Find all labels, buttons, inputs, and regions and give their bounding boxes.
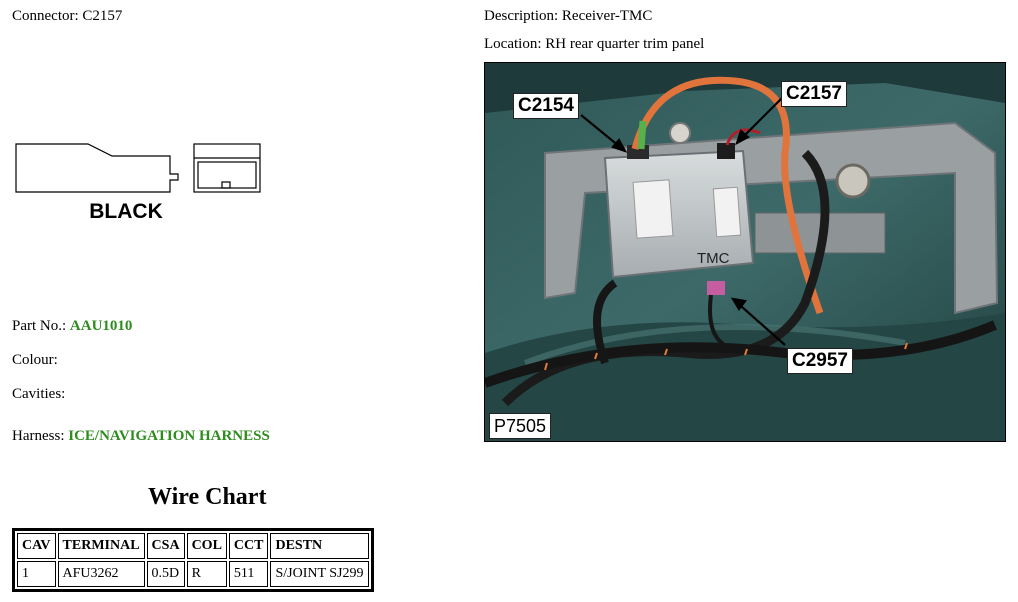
header-terminal: TERMINAL (57, 533, 145, 559)
location-photo: TMC C2154 C2157 C2957 P7505 (484, 62, 1006, 442)
harness-link[interactable]: ICE/NAVIGATION HARNESS (68, 428, 270, 444)
wire-chart-title: Wire Chart (148, 484, 267, 510)
cell-terminal: AFU3262 (57, 561, 145, 587)
part-no-field: Part No.: AAU1010 (12, 318, 132, 335)
connector-color-label: BLACK (89, 200, 163, 223)
header-cct: CCT (228, 533, 269, 559)
header-cav: CAV (17, 533, 56, 559)
photo-reference: P7505 (489, 413, 552, 439)
photo-illustration: TMC (485, 63, 1005, 441)
header-col: COL (186, 533, 227, 559)
location-field: Location: RH rear quarter trim panel (484, 36, 704, 53)
connector-field: Connector: C2157 (12, 8, 122, 25)
table-row: 1 AFU3262 0.5D R 511 S/JOINT SJ299 (17, 561, 369, 587)
photo-callout-c2157: C2157 (781, 81, 847, 107)
connector-side-view (15, 143, 179, 193)
colour-field: Colour: (12, 352, 58, 369)
cell-cct: 511 (228, 561, 269, 587)
location-label: Location: (484, 36, 542, 52)
connector-value: C2157 (82, 8, 123, 24)
description-value: Receiver-TMC (561, 8, 653, 24)
location-value: RH rear quarter trim panel (545, 36, 705, 52)
connector-outline-drawing: BLACK (15, 143, 261, 223)
photo-callout-c2957: C2957 (787, 348, 853, 374)
connector-key (221, 181, 231, 189)
harness-field: Harness: ICE/NAVIGATION HARNESS (12, 428, 270, 445)
part-no-label: Part No.: (12, 318, 67, 334)
cell-cav: 1 (17, 561, 56, 587)
connector-face-outer (193, 143, 261, 193)
cell-col: R (186, 561, 227, 587)
cavities-label: Cavities: (12, 386, 66, 402)
module-label: TMC (697, 250, 730, 267)
cavities-field: Cavities: (12, 386, 65, 403)
description-label: Description: (484, 8, 559, 24)
wire-chart-table: CAV TERMINAL CSA COL CCT DESTN 1 AFU3262… (12, 528, 374, 592)
harness-label: Harness: (12, 428, 65, 444)
connector-label: Connector: (12, 8, 79, 24)
description-field: Description: Receiver-TMC (484, 8, 652, 25)
header-csa: CSA (146, 533, 185, 559)
connector-face-inner (197, 161, 257, 189)
header-destn: DESTN (270, 533, 369, 559)
cell-csa: 0.5D (146, 561, 185, 587)
part-no-link[interactable]: AAU1010 (69, 318, 133, 334)
photo-callout-c2154: C2154 (513, 93, 579, 119)
wire-chart-header-row: CAV TERMINAL CSA COL CCT DESTN (17, 533, 369, 559)
colour-label: Colour: (12, 352, 58, 368)
cell-destn: S/JOINT SJ299 (270, 561, 369, 587)
